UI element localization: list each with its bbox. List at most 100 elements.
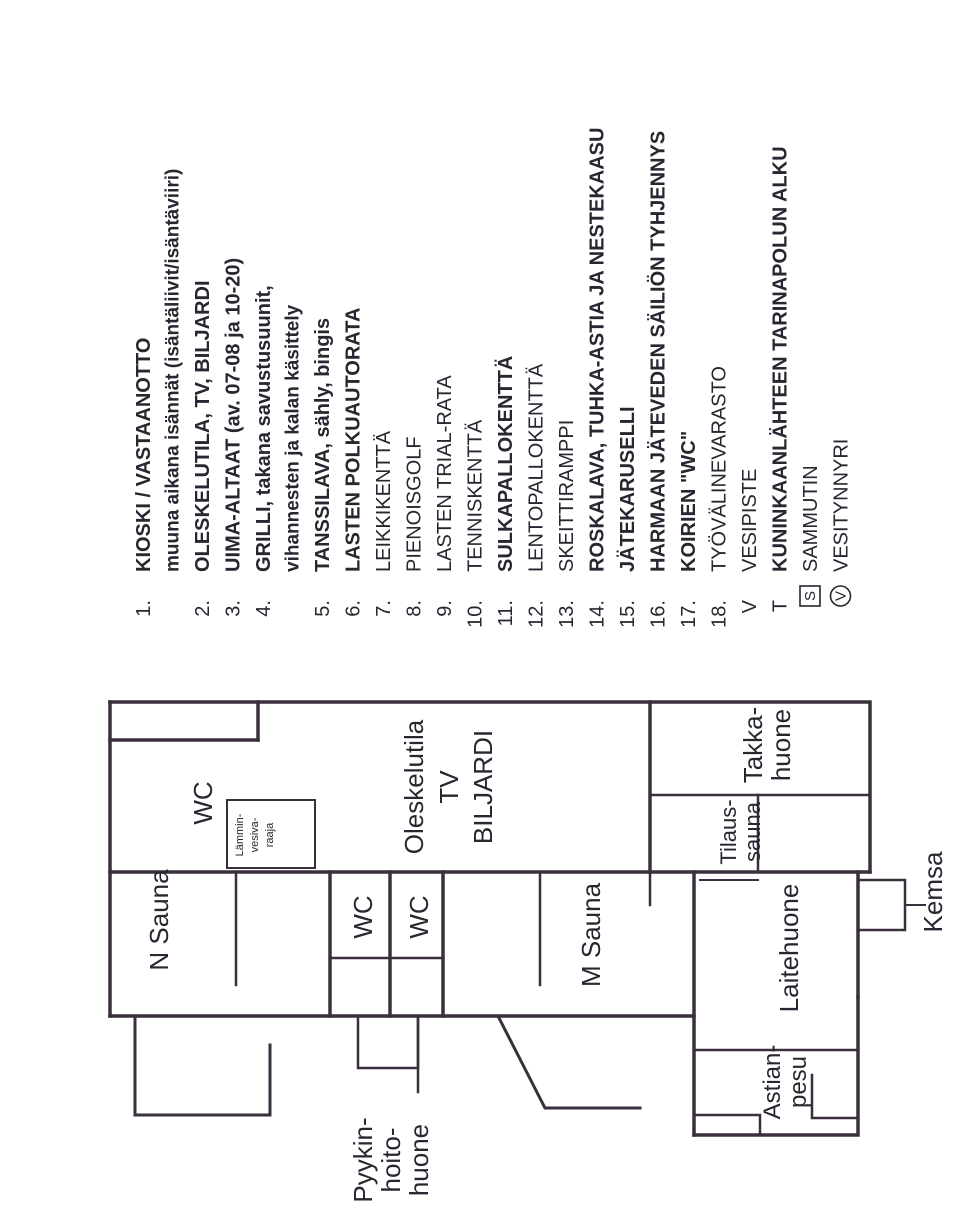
legend-item: V VESITYNNYRI: [829, 439, 853, 607]
legend-item-number: 11.: [495, 600, 517, 626]
legend-item: 14. ROSKALAVA, TUHKA-ASTIA JA NESTEKAASU: [587, 128, 609, 628]
legend-item: 4. GRILLI, takana savustusuunit, vihannest…: [253, 285, 304, 616]
legend-item-label: KIOSKI / VASTAANOTTO: [133, 338, 155, 572]
room-oleskelutila-line-1: Oleskelutila: [399, 719, 429, 854]
legend-item-label: VESITYNNYRI: [831, 439, 853, 572]
room-takka-huone: Takka- huone: [738, 707, 796, 784]
room-tilaus-sauna: Tilaus- sauna: [716, 799, 765, 864]
legend-item: 8. PIENOISGOLF: [404, 436, 426, 616]
legend-item: 1. KIOSKI / VASTAANOTTO muuna aikana isänn…: [133, 169, 184, 617]
legend-item-number: 4.: [253, 600, 275, 617]
legend-item-label: LASTEN POLKUAUTORATA: [343, 308, 365, 572]
room-lammin-line-3: raaja: [264, 822, 276, 847]
legend-item-symbol: V: [833, 591, 850, 601]
legend-item-number: 14.: [587, 600, 609, 628]
legend-item-label: LENTOPALLOKENTTÄ: [526, 363, 548, 572]
room-astian-line-1: Astian-: [759, 1045, 786, 1120]
legend-item-label: VESIPISTE: [739, 469, 761, 572]
legend-item-label: SAMMUTIN: [800, 465, 822, 572]
room-lammin-line-2: vesiva-: [249, 817, 261, 852]
legend-item: 9. LASTEN TRIAL-RATA: [434, 375, 456, 617]
legend-item-label: OLESKELUTILA, TV, BILJARDI: [192, 280, 214, 572]
room-wc-right: WC: [404, 895, 434, 938]
legend-item-number: 5.: [312, 600, 334, 617]
room-pyykin-line-2: hoito-: [376, 1127, 406, 1192]
room-astian-line-2: pesu: [785, 1056, 812, 1108]
room-laitehuone: Laitehuone: [774, 884, 804, 1013]
water-barrel-icon: V: [829, 585, 852, 607]
legend-item-number: 18.: [709, 600, 731, 628]
legend-item-symbol: S: [802, 591, 819, 601]
legend-item-label: SKEITTIRAMPPI: [556, 420, 578, 572]
legend-item: 18. TYÖVÄLINEVARASTO: [709, 366, 731, 628]
legend-item: 5. TANSSILAVA, sähly, bingis: [312, 318, 334, 617]
room-tilaus-line-1: Tilaus-: [716, 799, 741, 864]
legend-item-sublabel: vihannesten ja kalan käsittely: [283, 304, 304, 572]
legend-item-number: 6.: [343, 600, 365, 617]
legend-item: 7. LEIKKIKENTTÄ: [373, 430, 395, 617]
room-oleskelutila-line-3: BILJARDI: [468, 730, 498, 844]
room-tilaus-line-2: sauna: [740, 801, 765, 862]
legend-item: 17. KOIRIEN "WC": [678, 431, 700, 628]
legend-item-label: UIMA-ALTAAT (av. 07-08 ja 10-20): [223, 258, 245, 572]
legend-item-number: 2.: [192, 600, 214, 617]
legend-item-label: TANSSILAVA, sähly, bingis: [312, 318, 334, 572]
legend-item-label: KUNINKAANLÄHTEEN TARINAPOLUN ALKU: [769, 146, 792, 572]
legend-item-label: JÄTEKARUSELLI: [616, 406, 639, 572]
room-oleskelutila-line-2: TV: [434, 770, 464, 804]
legend-item: 12. LENTOPALLOKENTTÄ: [526, 363, 548, 628]
legend-item: 3. UIMA-ALTAAT (av. 07-08 ja 10-20): [223, 258, 245, 617]
room-pyykin-line-1: Pyykin-: [348, 1117, 378, 1202]
floor-plan-walls: [108, 700, 926, 1137]
room-m-sauna: M Sauna: [576, 882, 606, 987]
legend-item: 11.SULKAPALLOKENTTÄ: [494, 356, 517, 627]
legend-item-number: 13.: [556, 600, 578, 628]
legend-item-label: HARMAAN JÄTEVEDEN SÄILIÖN TYHJENNYS: [647, 131, 670, 572]
legend-item: 15.JÄTEKARUSELLI: [616, 406, 639, 627]
legend-item-number: 1.: [133, 600, 155, 617]
legend-item-label: LEIKKIKENTTÄ: [373, 430, 395, 572]
legend-item-label: ROSKALAVA, TUHKA-ASTIA JA NESTEKAASU: [587, 128, 609, 572]
legend-item-sublabel: muuna aikana isännät (isäntäliivit/isänt…: [163, 169, 184, 572]
legend-list: 1. KIOSKI / VASTAANOTTO muuna aikana isänn…: [133, 128, 853, 628]
room-n-sauna: N Sauna: [144, 869, 174, 971]
extinguisher-icon: S: [799, 585, 821, 607]
legend-item-label: TYÖVÄLINEVARASTO: [709, 366, 731, 572]
legend-item-number: 7.: [373, 600, 395, 617]
room-takka-line-2: huone: [766, 709, 796, 781]
legend-item: 13. SKEITTIRAMPPI: [556, 420, 578, 628]
legend-item-number: 16.: [648, 600, 670, 628]
room-pyykinhoitohuone: Pyykin- hoito- huone: [348, 1117, 434, 1202]
legend-item-number: 17.: [678, 600, 700, 628]
legend-item-number: T: [770, 600, 792, 612]
legend-item: 6. LASTEN POLKUAUTORATA: [343, 308, 365, 617]
legend-item-label: LASTEN TRIAL-RATA: [434, 375, 456, 572]
legend-item-number: V: [739, 599, 761, 613]
room-pyykin-line-3: huone: [404, 1124, 434, 1196]
legend-item: 2. OLESKELUTILA, TV, BILJARDI: [192, 280, 214, 616]
room-oleskelutila: Oleskelutila TV BILJARDI: [399, 719, 498, 854]
legend-item-label: KOIRIEN "WC": [678, 431, 700, 572]
room-wc-top: WC: [188, 781, 218, 824]
legend-item: T KUNINKAANLÄHTEEN TARINAPOLUN ALKU: [769, 146, 792, 612]
legend-item-number: 9.: [434, 600, 456, 617]
legend-item-label: PIENOISGOLF: [404, 436, 426, 572]
room-takka-line-1: Takka-: [738, 707, 768, 784]
legend-item-number: 8.: [404, 600, 426, 617]
room-wc-left: WC: [348, 895, 378, 938]
legend-item-number: 10.: [465, 600, 487, 628]
legend-item-label: GRILLI, takana savustusuunit,: [253, 285, 275, 572]
legend-item: 16. HARMAAN JÄTEVEDEN SÄILIÖN TYHJENNYS: [647, 131, 670, 628]
legend-item-label: TENNISKENTTÄ: [465, 419, 487, 572]
room-lammin: Lämmin- vesiva- raaja: [234, 813, 276, 856]
legend-item-number: 12.: [526, 600, 548, 628]
room-lammin-line-1: Lämmin-: [234, 813, 246, 856]
legend-item-number: 3.: [223, 600, 245, 617]
legend-item: V VESIPISTE: [739, 469, 761, 614]
legend-item: S SAMMUTIN: [799, 465, 822, 607]
floor-plan-labels: WC Lämmin- vesiva- raaja Oleskelutila TV…: [144, 707, 948, 1203]
legend-item: 10. TENNISKENTTÄ: [465, 419, 487, 628]
